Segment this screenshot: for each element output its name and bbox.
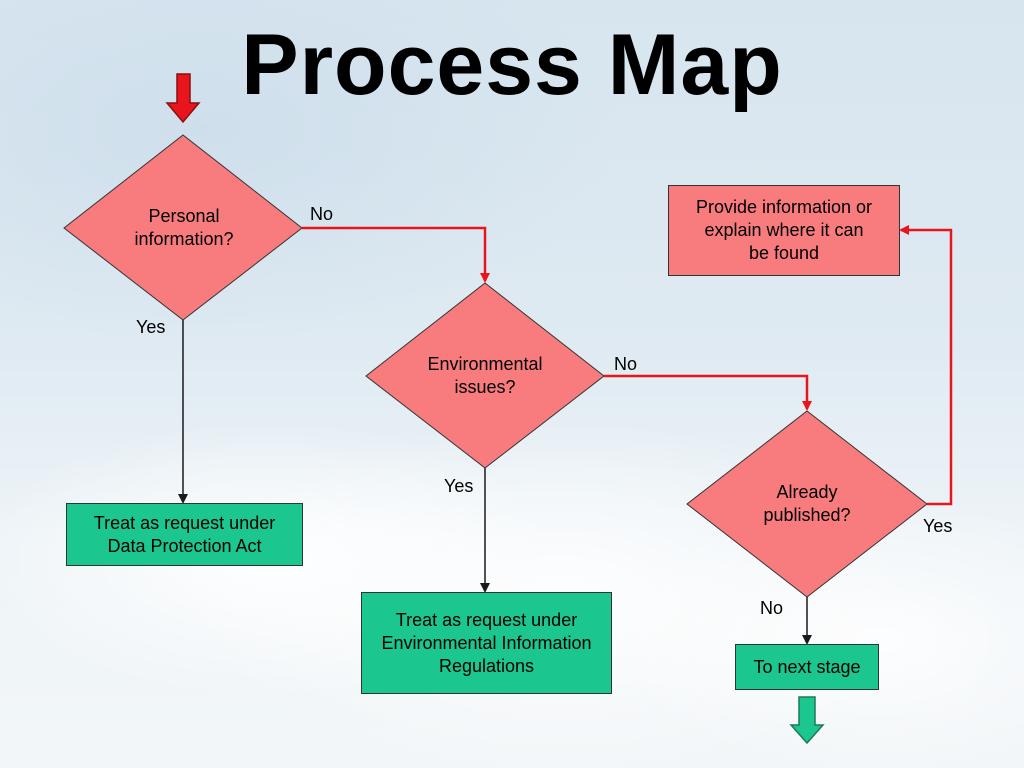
- decision-environmental-issues-label: Environmental issues?: [427, 354, 543, 397]
- edge-label-env-no: No: [614, 354, 638, 374]
- page-title: Process Map: [241, 17, 783, 113]
- box-provide-information: Provide information or explain where it …: [668, 185, 900, 276]
- edge-label-personal-no: No: [310, 204, 334, 224]
- edge-label-personal-yes: Yes: [136, 317, 166, 337]
- connector-personal-no: [302, 226, 490, 283]
- connector-published-yes: [899, 225, 953, 506]
- edge-label-published-yes: Yes: [923, 516, 953, 536]
- edge-label-env-yes: Yes: [444, 476, 474, 496]
- box-data-protection-act: Treat as request under Data Protection A…: [66, 503, 303, 566]
- edge-label-published-no: No: [760, 598, 784, 618]
- decision-already-published-label: Already published?: [763, 482, 851, 525]
- green-down-arrow-icon: [789, 696, 825, 745]
- red-down-arrow-icon: [165, 73, 201, 124]
- decision-personal-information-label: Personal information?: [134, 206, 234, 249]
- box-to-next-stage: To next stage: [735, 644, 879, 690]
- box-environmental-information-regulations: Treat as request under Environmental Inf…: [361, 592, 612, 694]
- connector-env-no: [604, 374, 812, 411]
